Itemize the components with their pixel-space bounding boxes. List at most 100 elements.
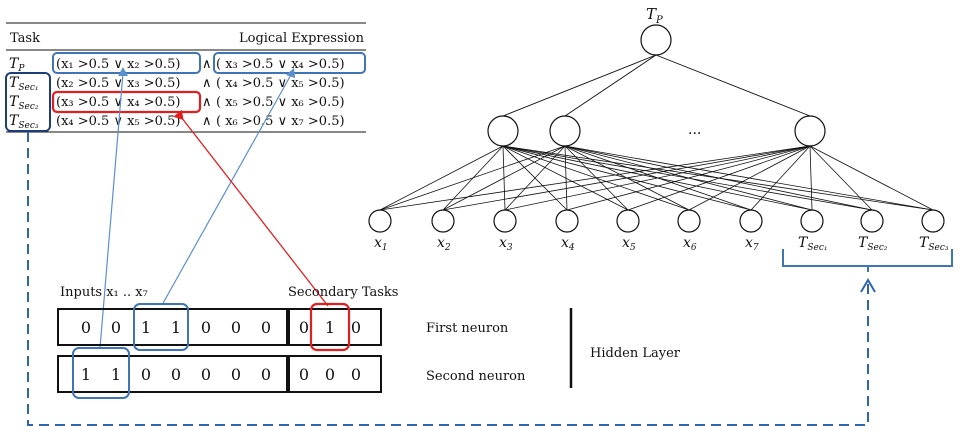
output-node — [640, 24, 672, 56]
highlight-first-x3-x4 — [133, 303, 189, 351]
edge-hidden-input — [809, 145, 934, 211]
input-label: x5 — [622, 235, 636, 253]
input-node — [860, 209, 884, 233]
table-row: TSec₃ (x₄ >0.5 ∨ x₅ >0.5) ∧ ( x₆ >0.5 ∨ … — [9, 113, 345, 131]
vector-cell: 0 — [231, 318, 241, 337]
edge-hidden-input — [566, 145, 811, 211]
first-neuron-secondary-box — [288, 308, 382, 346]
connector-lines — [99, 67, 329, 349]
vector-cell: 0 — [111, 318, 121, 337]
input-label: x3 — [499, 235, 513, 253]
input-node — [431, 209, 455, 233]
highlight-second-x1-x2 — [72, 347, 130, 399]
input-label: x2 — [437, 235, 451, 253]
expression-right: ( x₄ >0.5 ∨ x₅ >0.5) — [216, 76, 345, 91]
input-node — [800, 209, 824, 233]
table-row: TSec₂ (x₃ >0.5 ∨ x₄ >0.5) ∧ ( x₅ >0.5 ∨ … — [9, 94, 345, 112]
connector-red — [177, 112, 329, 307]
input-label: TSec₂ — [858, 235, 888, 253]
table-header-expression: Logical Expression — [239, 31, 365, 46]
input-node — [677, 209, 701, 233]
table-header-task: Task — [10, 31, 40, 46]
expression-left: (x₄ >0.5 ∨ x₅ >0.5) — [56, 114, 180, 129]
network-nodes — [368, 24, 945, 233]
second-neuron-inputs-box — [57, 355, 288, 393]
dashed-feedback-path — [27, 132, 869, 426]
input-label: x6 — [683, 235, 697, 253]
edge-hidden-input — [809, 145, 873, 211]
logic-table: Task Logical Expression TP (x₁ >0.5 ∨ x₂… — [5, 22, 366, 133]
first-neuron-label: First neuron — [426, 321, 509, 336]
expression-right: ( x₃ >0.5 ∨ x₄ >0.5) — [216, 57, 345, 72]
vector-cell: 0 — [299, 365, 309, 384]
expression-left: (x₃ >0.5 ∨ x₄ >0.5) — [56, 95, 180, 110]
arrowhead-blue-2 — [286, 68, 295, 78]
highlight-first-tsec2 — [309, 302, 351, 352]
feedback-arrow — [27, 132, 876, 426]
edge-output-hidden — [564, 54, 657, 117]
edge-hidden-input — [688, 145, 811, 211]
output-label: TP — [646, 5, 663, 26]
input-node — [921, 209, 945, 233]
vector-cell: 1 — [171, 318, 181, 337]
edge-hidden-input — [442, 145, 811, 211]
expression-left: (x₁ >0.5 ∨ x₂ >0.5) — [56, 57, 180, 72]
table-row: TP (x₁ >0.5 ∨ x₂ >0.5) ∧ ( x₃ >0.5 ∨ x₄ … — [9, 56, 345, 74]
vector-cell: 0 — [351, 318, 361, 337]
vector-cell: 0 — [141, 365, 151, 384]
vector-cell: 1 — [81, 365, 91, 384]
second-neuron-label: Second neuron — [426, 369, 526, 384]
dashed-arrowhead — [860, 278, 876, 293]
edge-output-hidden — [655, 54, 811, 117]
vector-cell: 0 — [201, 318, 211, 337]
vector-cell: 0 — [81, 318, 91, 337]
vector-cell: 0 — [261, 365, 271, 384]
hidden-layer-label: Hidden Layer — [590, 346, 681, 361]
second-neuron-secondary-box — [288, 355, 382, 393]
task-name: TSec₃ — [9, 113, 39, 131]
expression-right: ( x₆ >0.5 ∨ x₇ >0.5) — [216, 114, 345, 129]
edge-hidden-input — [379, 145, 566, 211]
input-label: x4 — [561, 235, 575, 253]
hidden-node — [794, 115, 826, 147]
task-name: TSec₁ — [9, 75, 38, 93]
hidden-node — [487, 115, 519, 147]
table-row: TSec₁ (x₂ >0.5 ∨ x₃ >0.5) ∧ ( x₄ >0.5 ∨ … — [9, 75, 345, 93]
and-symbol: ∧ — [202, 95, 212, 110]
edge-hidden-input — [750, 145, 811, 211]
task-name: TP — [9, 56, 25, 74]
inputs-label: Inputs x₁ .. x₇ — [60, 285, 148, 300]
edge-hidden-input — [442, 145, 566, 211]
edge-hidden-input — [504, 145, 566, 211]
highlight-secondary-tasks — [5, 72, 51, 132]
edge-output-hidden — [502, 54, 657, 117]
input-label: x7 — [745, 235, 759, 253]
input-label: TSec₃ — [919, 235, 949, 253]
input-node — [493, 209, 517, 233]
and-symbol: ∧ — [202, 57, 212, 72]
vector-cell: 1 — [325, 318, 335, 337]
highlight-tp-left — [52, 52, 201, 74]
hidden-ellipsis: ... — [688, 122, 701, 138]
expression-right: ( x₅ >0.5 ∨ x₆ >0.5) — [216, 95, 345, 110]
vector-cell: 0 — [299, 318, 309, 337]
input-node — [555, 209, 579, 233]
arrowhead-red — [173, 109, 184, 121]
input-label: TSec₁ — [798, 235, 827, 253]
and-symbol: ∧ — [202, 76, 212, 91]
arrowhead-blue-1 — [118, 67, 128, 76]
secondary-tasks-label: Secondary Tasks — [288, 285, 398, 300]
network-edges — [379, 54, 934, 211]
first-neuron-inputs-box — [57, 308, 288, 346]
hidden-node — [549, 115, 581, 147]
edge-hidden-input — [379, 145, 504, 211]
input-node — [368, 209, 392, 233]
vector-cell: 0 — [201, 365, 211, 384]
vector-cell: 0 — [325, 365, 335, 384]
and-symbol: ∧ — [202, 114, 212, 129]
edge-hidden-input — [504, 145, 811, 211]
edge-hidden-input — [379, 145, 811, 211]
